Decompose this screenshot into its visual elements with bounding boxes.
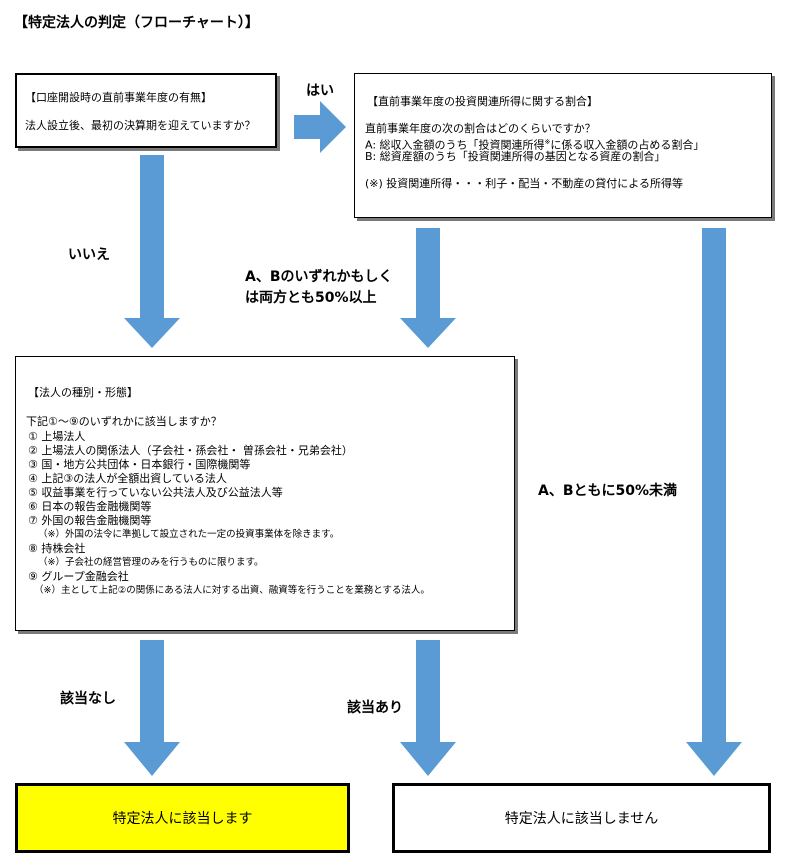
type-item: ④ 上記③の法人が全額出資している法人 xyxy=(28,472,227,485)
arrow-right-yes xyxy=(294,101,346,153)
label-not-applicable: 該当なし xyxy=(60,691,116,707)
label-ab-under: A、Bともに50%未満 xyxy=(538,483,678,499)
arrow-down-applicable xyxy=(400,640,456,776)
label-applicable: 該当あり xyxy=(347,700,403,716)
page-title: 【特定法人の判定（フローチャート）】 xyxy=(14,15,259,31)
account-question: 法人設立後、最初の決算期を迎えていますか？ xyxy=(25,119,256,132)
ratio-item-a: A: 総収入金額のうち「投資関連所得※に係る収入金額の占める割合」 xyxy=(365,138,705,152)
label-ab-over-line1: A、Bのいずれかもしく xyxy=(245,269,393,285)
result-not-specified-text: 特定法人に該当しません xyxy=(504,811,659,827)
footnote-mark: ※ xyxy=(544,138,551,146)
arrow-down-ab-under xyxy=(686,228,742,776)
account-heading: 【口座開設時の直前事業年度の有無】 xyxy=(25,91,212,104)
ratio-question: 直前事業年度の次の割合はどのくらいですか？ xyxy=(365,122,596,135)
type-item: ⑥ 日本の報告金融機関等 xyxy=(28,500,152,513)
result-specified-text: 特定法人に該当します xyxy=(112,811,253,827)
type-item: ⑤ 収益事業を行っていない公共法人及び公益法人等 xyxy=(28,486,283,499)
type-item-note: （※）子会社の経営管理のみを行うものに限ります。 xyxy=(38,557,264,568)
type-item: ③ 国・地方公共団体・日本銀行・国際機関等 xyxy=(28,458,251,471)
arrow-down-ab-over xyxy=(400,228,456,348)
ratio-question-box: 【直前事業年度の投資関連所得に関する割合】 直前事業年度の次の割合はどのくらいで… xyxy=(354,73,772,218)
ratio-item-b: B: 総資産額のうち「投資関連所得の基因となる資産の割合」 xyxy=(365,150,666,163)
type-item: ② 上場法人の関係法人（子会社・孫会社・ 曽孫会社・兄弟会社） xyxy=(28,444,353,457)
label-yes: はい xyxy=(306,83,334,99)
label-no: いいえ xyxy=(68,247,110,263)
label-ab-over-line2: は両方とも50%以上 xyxy=(245,290,377,306)
ratio-note: (※) 投資関連所得・・・利子・配当・不動産の貸付による所得等 xyxy=(365,177,683,190)
type-heading: 【法人の種別・形態】 xyxy=(28,386,138,399)
type-item-note: （※）主として上記②の関係にある法人に対する出資、融資等を行うことを業務とする法… xyxy=(34,585,430,596)
arrow-down-no xyxy=(124,155,180,348)
type-item: ① 上場法人 xyxy=(28,430,86,443)
type-item: ⑧ 持株会社 xyxy=(28,542,86,555)
result-specified-box: 特定法人に該当します xyxy=(15,783,350,853)
account-question-box: 【口座開設時の直前事業年度の有無】 法人設立後、最初の決算期を迎えていますか？ xyxy=(15,73,277,148)
corporation-type-box: 【法人の種別・形態】 下記①～⑨のいずれかに該当しますか？ ① 上場法人 ② 上… xyxy=(15,356,515,631)
arrow-down-not-applicable xyxy=(124,640,180,776)
result-not-specified-box: 特定法人に該当しません xyxy=(392,783,771,853)
type-item: ⑦ 外国の報告金融機関等 xyxy=(28,514,152,527)
ratio-heading: 【直前事業年度の投資関連所得に関する割合】 xyxy=(367,95,598,108)
type-question: 下記①～⑨のいずれかに該当しますか？ xyxy=(26,415,222,428)
type-item-note: （※）外国の法令に準拠して設立された一定の投資事業体を除きます。 xyxy=(38,529,340,540)
type-item: ⑨ グループ金融会社 xyxy=(28,570,129,583)
